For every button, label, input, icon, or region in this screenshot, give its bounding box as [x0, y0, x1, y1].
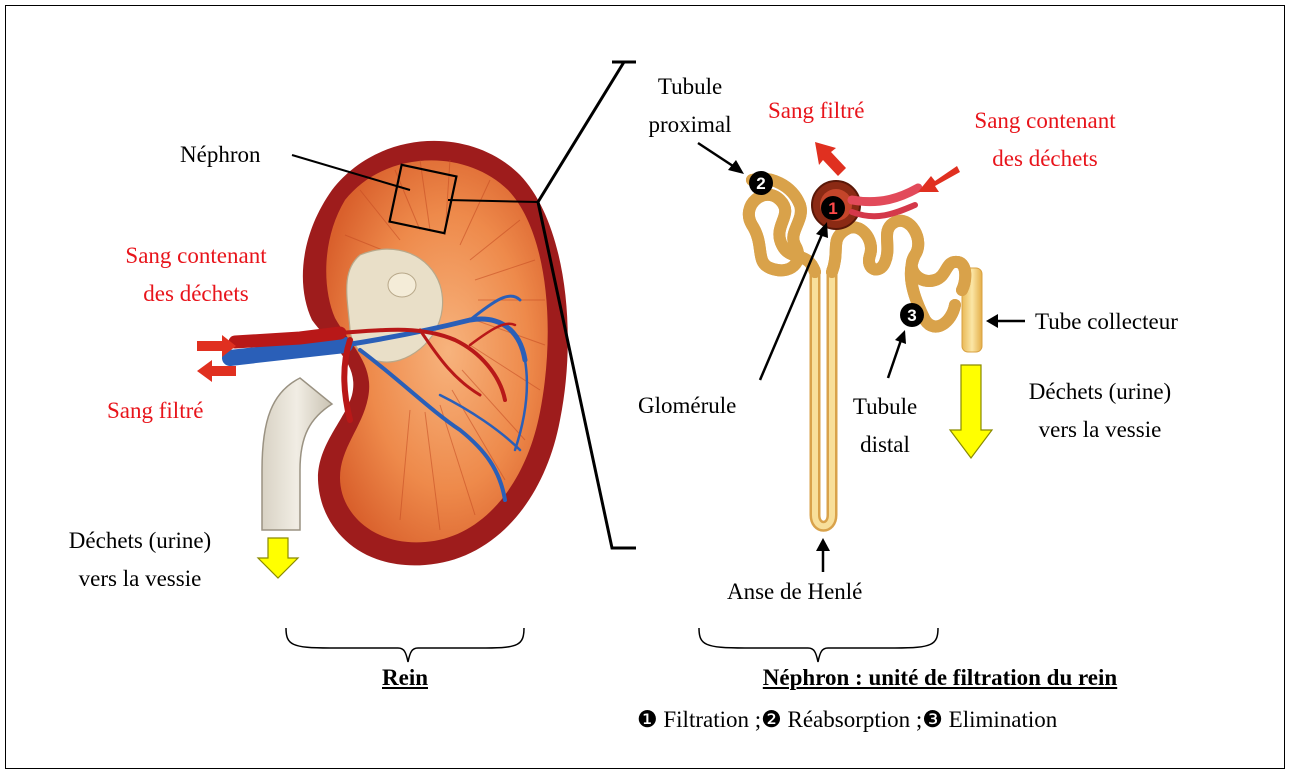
nephron-blood-out-label: Sang filtré: [768, 97, 864, 124]
kidney-urine-arrow: [258, 538, 298, 578]
marker-3-text: 3: [907, 306, 916, 325]
marker-2-text: 2: [756, 174, 765, 193]
nephron-label: Néphron: [180, 141, 260, 168]
nephron-blood-in-label-line1: Sang contenant: [945, 107, 1145, 134]
kidney-urine-label-line2: vers la vessie: [40, 565, 240, 592]
kidney-illustration: [230, 141, 568, 566]
kidney-blood-out-label: Sang filtré: [107, 397, 203, 424]
nephron-illustration: [749, 142, 982, 526]
distal-tubule-label-line1: Tubule: [830, 393, 940, 420]
kidney-blood-in-label-line2: des déchets: [96, 280, 296, 307]
step-1-number: ❶: [637, 707, 658, 732]
nephron-blood-in-label-line2: des déchets: [945, 145, 1145, 172]
kidney-caption: Rein: [355, 664, 455, 691]
nephron-blood-out-arrow: [815, 142, 846, 176]
kidney-brace: [286, 628, 524, 662]
kidney-urine-label-line1: Déchets (urine): [40, 527, 240, 554]
step-3-number: ❸: [922, 707, 943, 732]
marker-1-text: 1: [828, 199, 837, 218]
ureter: [262, 378, 332, 530]
step-2-number: ❷: [761, 707, 782, 732]
distal-tubule-label-line2: distal: [830, 431, 940, 458]
marker-3: 3: [900, 303, 924, 327]
nephron-brace: [699, 628, 938, 662]
nephron-urine-label-line2: vers la vessie: [1000, 416, 1200, 443]
proximal-tubule-label-line2: proximal: [630, 111, 750, 138]
step-3-text: Elimination: [949, 707, 1058, 732]
loop-of-henle-label: Anse de Henlé: [727, 578, 862, 605]
nephron-urine-arrow: [950, 365, 992, 458]
nephron-urine-label-line1: Déchets (urine): [1000, 378, 1200, 405]
nephron-caption: Néphron : unité de filtration du rein: [660, 664, 1220, 691]
step-1-text: Filtration ;: [663, 707, 761, 732]
collecting-tube-label: Tube collecteur: [1035, 308, 1178, 335]
marker-2: 2: [749, 171, 773, 195]
marker-1: 1: [821, 196, 845, 220]
steps-legend: ❶ Filtration ;❷ Réabsorption ;❸ Eliminat…: [637, 706, 1057, 733]
step-2-text: Réabsorption ;: [788, 707, 923, 732]
proximal-tubule-label-line1: Tubule: [630, 73, 750, 100]
glomerulus-label: Glomérule: [638, 392, 736, 419]
kidney-blood-in-label-line1: Sang contenant: [96, 242, 296, 269]
